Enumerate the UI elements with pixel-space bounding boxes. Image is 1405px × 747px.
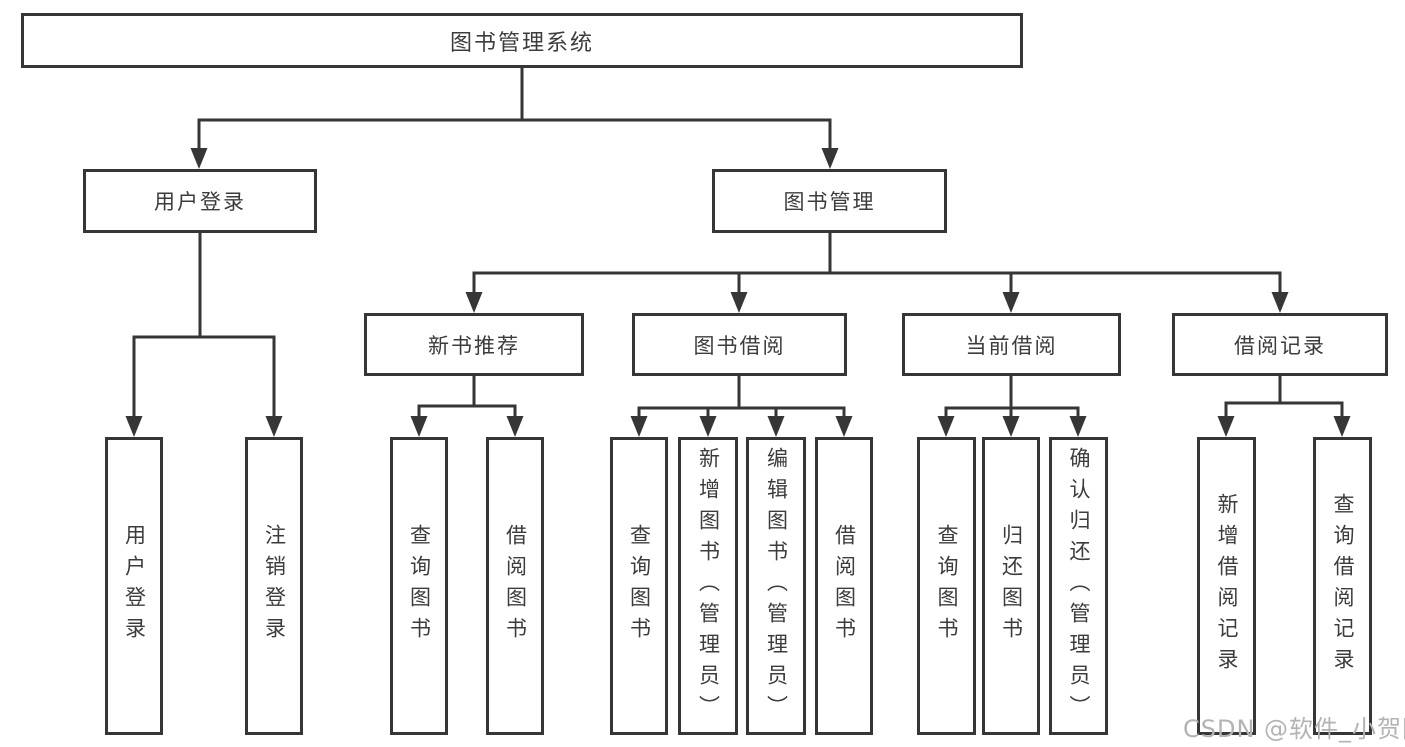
leaf-newbook-borrow-books: 借阅图书 (486, 437, 544, 735)
leaf-label: 查询图书 (627, 524, 652, 648)
leaf-label: 注销登录 (262, 524, 287, 648)
leaf-records-add-borrow-record: 新增借阅记录 (1197, 437, 1256, 735)
node-label: 借阅记录 (1234, 333, 1326, 358)
leaf-label: 查询图书 (935, 524, 959, 648)
leaf-label: 借阅图书 (503, 524, 528, 648)
node-label: 用户登录 (154, 190, 246, 214)
leaf-borrow-borrow-books: 借阅图书 (815, 437, 873, 735)
leaf-label: 查询借阅记录 (1331, 493, 1355, 679)
node-label: 图书借阅 (693, 333, 786, 358)
leaf-label: 确认归还（管理员） (1067, 446, 1091, 726)
leaf-label: 用户登录 (122, 524, 147, 648)
leaf-label: 新增图书（管理员） (696, 446, 721, 726)
leaf-borrow-query-books: 查询图书 (610, 437, 668, 735)
leaf-current-return-books: 归还图书 (982, 437, 1040, 735)
node-label: 图书管理系统 (449, 30, 594, 56)
leaf-current-query-books: 查询图书 (917, 437, 976, 735)
leaf-newbook-query-books: 查询图书 (390, 437, 448, 735)
leaf-borrow-edit-books-admin: 编辑图书（管理员） (746, 437, 806, 735)
node-library-management-system: 图书管理系统 (21, 13, 1023, 68)
leaf-label: 查询图书 (407, 524, 432, 648)
leaf-label: 编辑图书（管理员） (764, 446, 789, 726)
node-current-borrow: 当前借阅 (902, 313, 1121, 376)
node-book-borrow: 图书借阅 (632, 313, 847, 376)
leaf-current-confirm-return-admin: 确认归还（管理员） (1049, 437, 1108, 735)
node-user-login: 用户登录 (83, 169, 317, 233)
leaf-borrow-add-books-admin: 新增图书（管理员） (678, 437, 738, 735)
node-borrow-records: 借阅记录 (1172, 313, 1388, 376)
node-label: 图书管理 (783, 190, 876, 214)
node-new-book-recommend: 新书推荐 (364, 313, 584, 376)
csdn-watermark: CSDN @软件_小贺同学 (1183, 715, 1405, 743)
leaf-records-query-borrow-record: 查询借阅记录 (1313, 437, 1372, 735)
leaf-user-login: 用户登录 (105, 437, 163, 735)
leaf-label: 归还图书 (999, 524, 1024, 648)
node-label: 当前借阅 (965, 333, 1058, 358)
node-label: 新书推荐 (428, 333, 520, 358)
leaf-logout-login: 注销登录 (245, 437, 303, 735)
leaf-label: 新增借阅记录 (1215, 493, 1239, 679)
node-book-management: 图书管理 (712, 169, 947, 233)
leaf-label: 借阅图书 (832, 524, 857, 648)
